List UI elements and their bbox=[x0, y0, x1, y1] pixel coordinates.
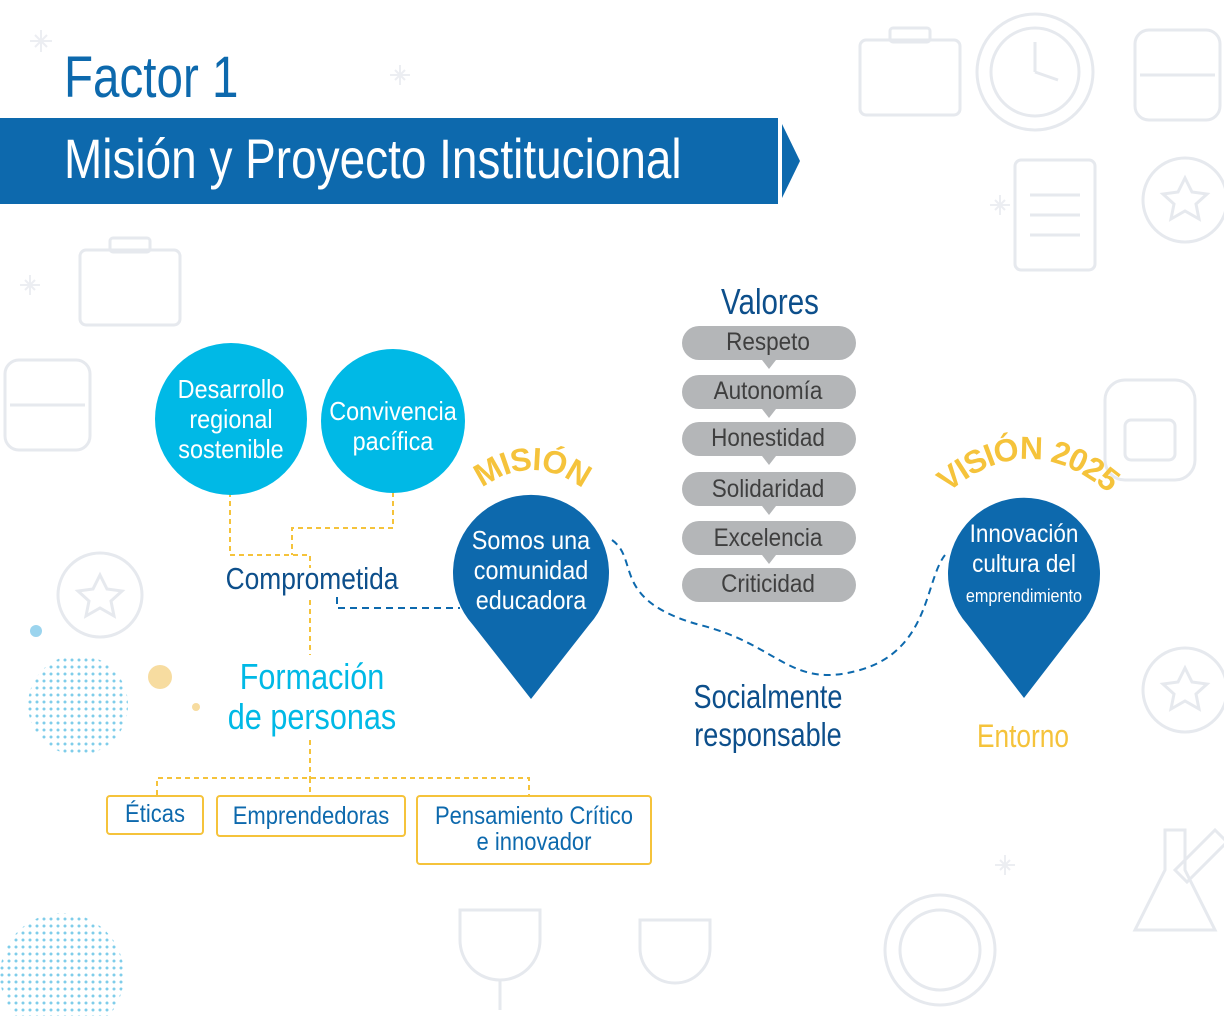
label-socialmente-line-1: Socialmente bbox=[693, 678, 843, 715]
bus-icon bbox=[3, 358, 92, 452]
valor-autonomia: Autonomía bbox=[713, 377, 823, 405]
mision-text-line-2: comunidad bbox=[473, 555, 589, 585]
factor-title: Factor 1 bbox=[64, 45, 239, 110]
label-formacion-line-2: de personas bbox=[227, 696, 397, 737]
banner-title: Misión y Proyecto Institucional bbox=[64, 127, 682, 190]
mision-text-line-1: Somos una bbox=[471, 525, 591, 555]
trophy-icon bbox=[638, 918, 712, 985]
mision-title-arc: MISIÓN bbox=[467, 440, 597, 493]
valores-title: Valores bbox=[721, 281, 819, 322]
box-emprendedoras-label: Emprendedoras bbox=[232, 802, 390, 830]
box-pensamiento-line-1: Pensamiento Crítico bbox=[434, 802, 634, 830]
trophy-icon bbox=[458, 908, 542, 1010]
clock-icon bbox=[883, 893, 997, 1007]
medal-icon bbox=[1141, 646, 1224, 734]
pencil-icon bbox=[1172, 827, 1224, 885]
valor-criticidad: Criticidad bbox=[721, 570, 815, 598]
circle-desarrollo-line-2: regional bbox=[189, 404, 273, 434]
circle-desarrollo-line-1: Desarrollo bbox=[177, 374, 285, 404]
label-entorno: Entorno bbox=[977, 718, 1069, 754]
valor-respeto: Respeto bbox=[726, 328, 810, 356]
vision-text-line-3: emprendimiento bbox=[965, 586, 1083, 606]
box-pensamiento-line-2: e innovador bbox=[476, 828, 592, 856]
backpack-icon bbox=[1103, 378, 1197, 482]
valor-excelencia: Excelencia bbox=[713, 524, 823, 552]
circle-desarrollo-line-3: sostenible bbox=[178, 434, 284, 464]
vision-title-arc: VISIÓN 2025 bbox=[930, 430, 1127, 498]
briefcase-icon bbox=[858, 26, 962, 117]
briefcase-icon bbox=[78, 236, 182, 327]
medal-icon bbox=[56, 551, 144, 639]
box-eticas bbox=[106, 795, 204, 835]
title-banner bbox=[0, 118, 800, 204]
mision-pin bbox=[453, 494, 609, 699]
clipboard-icon bbox=[1013, 158, 1097, 272]
valor-solidaridad: Solidaridad bbox=[711, 475, 825, 503]
vision-text-line-2: cultura del bbox=[972, 550, 1076, 578]
clock-icon bbox=[975, 12, 1095, 132]
box-eticas-label: Éticas bbox=[125, 800, 185, 828]
circle-convivencia bbox=[321, 349, 465, 493]
mision-text-line-3: educadora bbox=[475, 585, 587, 615]
vision-text-line-1: Innovación bbox=[969, 520, 1079, 548]
valores-pills bbox=[682, 326, 856, 602]
medal-icon bbox=[1141, 156, 1224, 244]
box-emprendedoras bbox=[216, 795, 406, 837]
label-formacion-line-1: Formación bbox=[239, 656, 385, 697]
flask-icon bbox=[1132, 828, 1218, 932]
circle-convivencia-line-1: Convivencia bbox=[329, 396, 457, 426]
label-comprometida: Comprometida bbox=[225, 561, 399, 596]
bus-icon bbox=[1133, 28, 1222, 122]
box-pensamiento bbox=[416, 795, 652, 865]
valor-honestidad: Honestidad bbox=[711, 424, 825, 452]
circle-convivencia-line-2: pacífica bbox=[352, 426, 434, 456]
label-socialmente-line-2: responsable bbox=[694, 716, 842, 753]
vision-pin bbox=[948, 497, 1100, 698]
circle-desarrollo bbox=[155, 343, 307, 495]
